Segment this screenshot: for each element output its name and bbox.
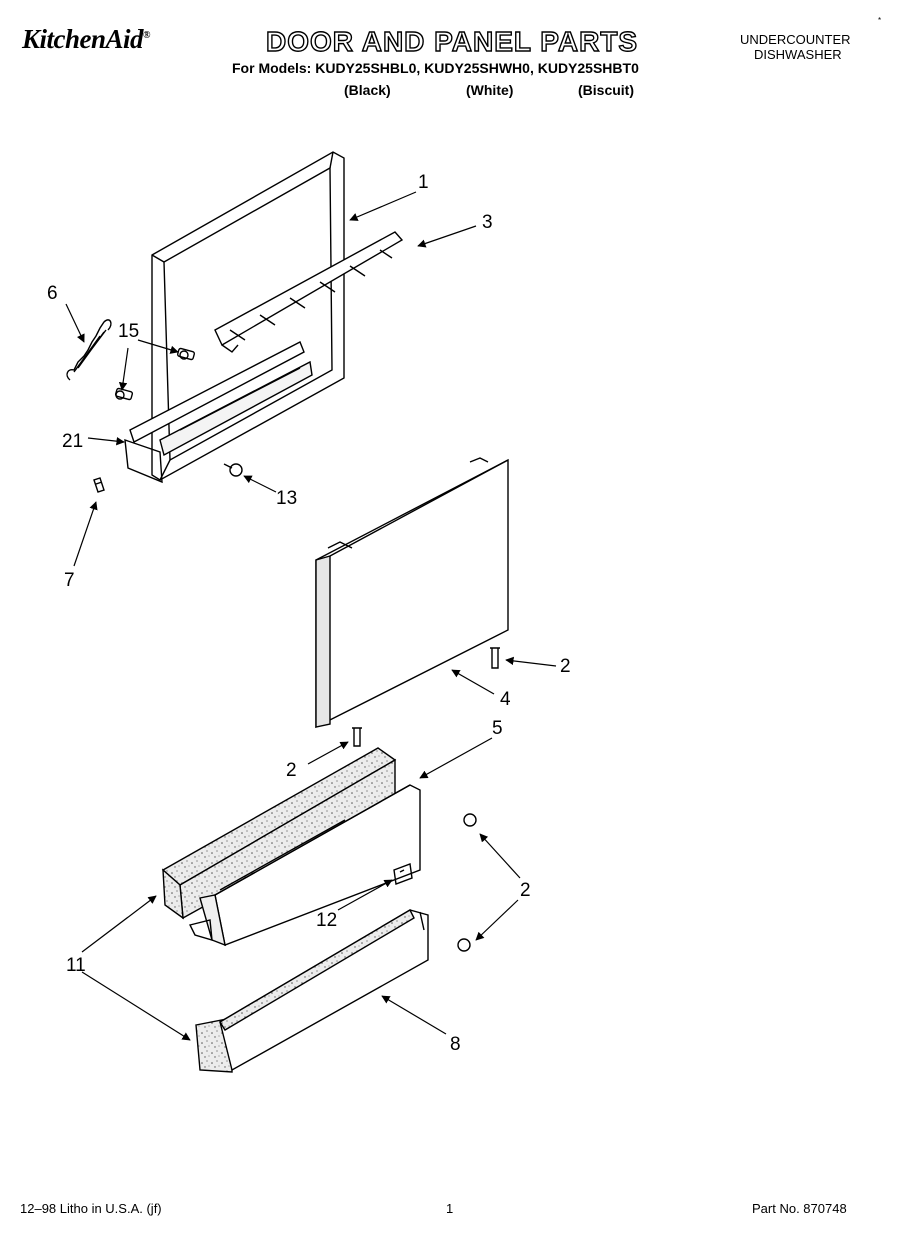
callout-2-upper: 2 bbox=[560, 656, 571, 677]
brand-mark: ® bbox=[143, 30, 151, 41]
screw-2c bbox=[463, 813, 477, 827]
screw-15a bbox=[176, 347, 196, 361]
callout-4: 4 bbox=[500, 689, 511, 710]
leader-lines bbox=[65, 191, 557, 1041]
toe-panel bbox=[188, 784, 421, 947]
models-line: For Models: KUDY25SHBL0, KUDY25SHWH0, KU… bbox=[232, 60, 639, 76]
product-type-line1: UNDERCOUNTER bbox=[740, 32, 851, 47]
callout-2-lower: 2 bbox=[520, 880, 531, 901]
door-spring bbox=[66, 319, 112, 381]
print-info: 12–98 Litho in U.S.A. (jf) bbox=[20, 1201, 162, 1216]
product-type: UNDERCOUNTER DISHWASHER bbox=[740, 32, 851, 62]
screw-2a bbox=[490, 647, 500, 669]
vent-channel bbox=[129, 341, 313, 457]
callout-15: 15 bbox=[118, 321, 140, 342]
callout-21: 21 bbox=[62, 431, 84, 452]
inner-door-frame bbox=[124, 151, 345, 484]
callout-8: 8 bbox=[450, 1034, 461, 1055]
page-title: DOOR AND PANEL PARTS bbox=[265, 25, 639, 57]
corner-mark: * bbox=[878, 16, 882, 25]
callout-3: 3 bbox=[482, 212, 493, 233]
callout-11: 11 bbox=[66, 955, 86, 976]
callout-13: 13 bbox=[276, 488, 298, 509]
kickplate bbox=[219, 909, 429, 1072]
clip-7 bbox=[93, 477, 105, 493]
screw-2b bbox=[352, 727, 362, 747]
callout-5: 5 bbox=[492, 718, 503, 739]
variant-black: (Black) bbox=[344, 82, 391, 98]
callout-1: 1 bbox=[418, 172, 429, 193]
screw-13 bbox=[223, 463, 243, 477]
variant-biscuit: (Biscuit) bbox=[578, 82, 634, 98]
door-panel bbox=[315, 457, 509, 729]
callout-2-middle: 2 bbox=[286, 760, 297, 781]
callout-12: 12 bbox=[316, 910, 338, 931]
callout-6: 6 bbox=[47, 283, 58, 304]
rack-guide-rail bbox=[214, 231, 404, 353]
screw-15b bbox=[114, 387, 134, 401]
screw-2d bbox=[457, 938, 471, 952]
clip-12 bbox=[393, 863, 413, 885]
variant-white: (White) bbox=[466, 82, 514, 98]
product-type-line2: DISHWASHER bbox=[754, 47, 842, 62]
part-number: Part No. 870748 bbox=[752, 1201, 847, 1216]
page-number: 1 bbox=[446, 1201, 454, 1216]
kitchenaid-logo: KitchenAid® bbox=[22, 24, 151, 55]
callout-7: 7 bbox=[64, 570, 75, 591]
brand-name: KitchenAid bbox=[22, 24, 144, 54]
